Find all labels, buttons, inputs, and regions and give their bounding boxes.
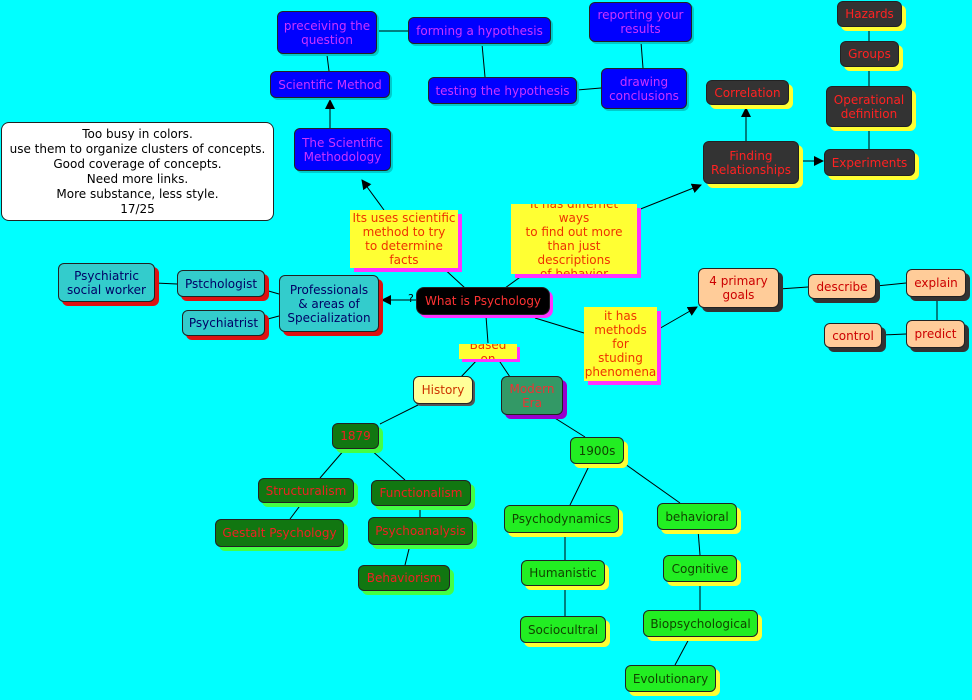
link-label-different-ways: It has differnet ways to find out more t… xyxy=(511,204,637,274)
node-sociocultural[interactable]: Sociocultral xyxy=(520,616,606,643)
link-methods-goals xyxy=(656,306,698,331)
node-1900s[interactable]: 1900s xyxy=(570,437,624,464)
node-predict[interactable]: predict xyxy=(906,320,965,348)
link-label-uses-scientific-method: Its uses scientific method to try to det… xyxy=(350,210,458,268)
link-basedon-modern xyxy=(497,358,511,378)
node-correlation[interactable]: Correlation xyxy=(706,80,789,105)
node-scientific-methodology[interactable]: The Scientific Methodology xyxy=(294,128,391,171)
link-drawing-reporting xyxy=(640,41,644,69)
node-professionals-specialization[interactable]: Professionals & areas of Specialization xyxy=(279,275,379,332)
link-label-has-methods: it has methods for studing phenomena xyxy=(584,307,657,381)
node-forming-hypothesis[interactable]: forming a hypothesis xyxy=(408,17,551,44)
link-describe-explain xyxy=(875,282,907,287)
link-goals-describe xyxy=(778,286,809,290)
link-behavioral-cognitive xyxy=(697,529,701,556)
teacher-comment-box: Too busy in colors. use them to organize… xyxy=(1,122,274,221)
link-label-question-mark: ? xyxy=(408,292,414,305)
link-basedon-history xyxy=(459,358,479,379)
link-root-methods xyxy=(534,317,585,334)
link-biopsych-evolutionary xyxy=(674,636,691,666)
node-control[interactable]: control xyxy=(824,323,882,348)
node-psychodynamics[interactable]: Psychodynamics xyxy=(504,505,619,533)
link-forming-testing xyxy=(481,43,486,78)
node-reporting-results[interactable]: reporting your results xyxy=(589,2,692,42)
link-professionals-psychiatrist xyxy=(263,315,280,321)
node-evolutionary[interactable]: Evolutionary xyxy=(625,665,716,692)
node-describe[interactable]: describe xyxy=(808,274,876,299)
node-groups[interactable]: Groups xyxy=(840,41,899,67)
link-root-basedon xyxy=(485,315,489,344)
link-professionals-pstchologist xyxy=(264,289,280,295)
link-1900s-behavioral xyxy=(624,463,681,504)
link-testing-drawing xyxy=(576,87,602,91)
node-1879[interactable]: 1879 xyxy=(332,423,379,449)
root-node-what-is-psychology[interactable]: What is Psychology xyxy=(416,287,550,315)
node-experiments[interactable]: Experiments xyxy=(824,149,915,176)
link-uses-methodology xyxy=(361,179,385,211)
node-finding-relationships[interactable]: Finding Relationships xyxy=(703,141,799,184)
link-structuralism-gestalt xyxy=(289,502,303,520)
link-1879-functionalism xyxy=(369,448,406,481)
node-hazards[interactable]: Hazards xyxy=(837,1,902,27)
node-perceiving-question[interactable]: preceiving the question xyxy=(277,11,377,54)
link-psychoanalysis-behaviorism xyxy=(404,544,411,566)
node-four-primary-goals[interactable]: 4 primary goals xyxy=(698,268,779,308)
node-behaviorism[interactable]: Behaviorism xyxy=(358,565,450,591)
node-history[interactable]: History xyxy=(413,376,473,404)
link-label-based-on: Based on xyxy=(459,344,517,359)
node-cognitive[interactable]: Cognitive xyxy=(663,555,737,582)
node-structuralism[interactable]: Structuralism xyxy=(258,478,354,503)
node-psychiatrist[interactable]: Psychiatrist xyxy=(182,310,265,336)
link-root-uses xyxy=(439,264,466,289)
node-scientific-method[interactable]: Scientific Method xyxy=(270,71,390,98)
node-drawing-conclusions[interactable]: drawing conclusions xyxy=(601,68,687,109)
link-ways-finding xyxy=(637,183,702,211)
link-history-1879 xyxy=(379,403,421,425)
node-biopsychological[interactable]: Biopsychological xyxy=(643,610,758,637)
link-predict-control xyxy=(881,333,907,336)
node-gestalt-psychology[interactable]: Gestalt Psychology xyxy=(215,519,344,547)
node-functionalism[interactable]: Functionalism xyxy=(371,480,471,506)
node-humanistic[interactable]: Humanistic xyxy=(521,560,605,586)
link-pstchologist-social xyxy=(154,282,178,285)
link-1900s-psychodynamics xyxy=(569,463,591,506)
node-psychiatric-social-worker[interactable]: Psychiatric social worker xyxy=(58,263,155,302)
node-explain[interactable]: explain xyxy=(906,269,966,297)
node-testing-hypothesis[interactable]: testing the hypothesis xyxy=(428,77,577,104)
link-modern-1900s xyxy=(549,414,586,438)
link-method-perceiving xyxy=(326,54,330,72)
link-1879-structuralism xyxy=(319,448,346,479)
node-pstchologist[interactable]: Pstchologist xyxy=(177,270,265,297)
node-modern-era[interactable]: Modern Era xyxy=(501,376,563,415)
node-psychoanalysis[interactable]: Psychoanalysis xyxy=(368,517,473,545)
node-operational-definition[interactable]: Operational definition xyxy=(826,86,912,127)
node-behavioral[interactable]: behavioral xyxy=(657,503,737,530)
